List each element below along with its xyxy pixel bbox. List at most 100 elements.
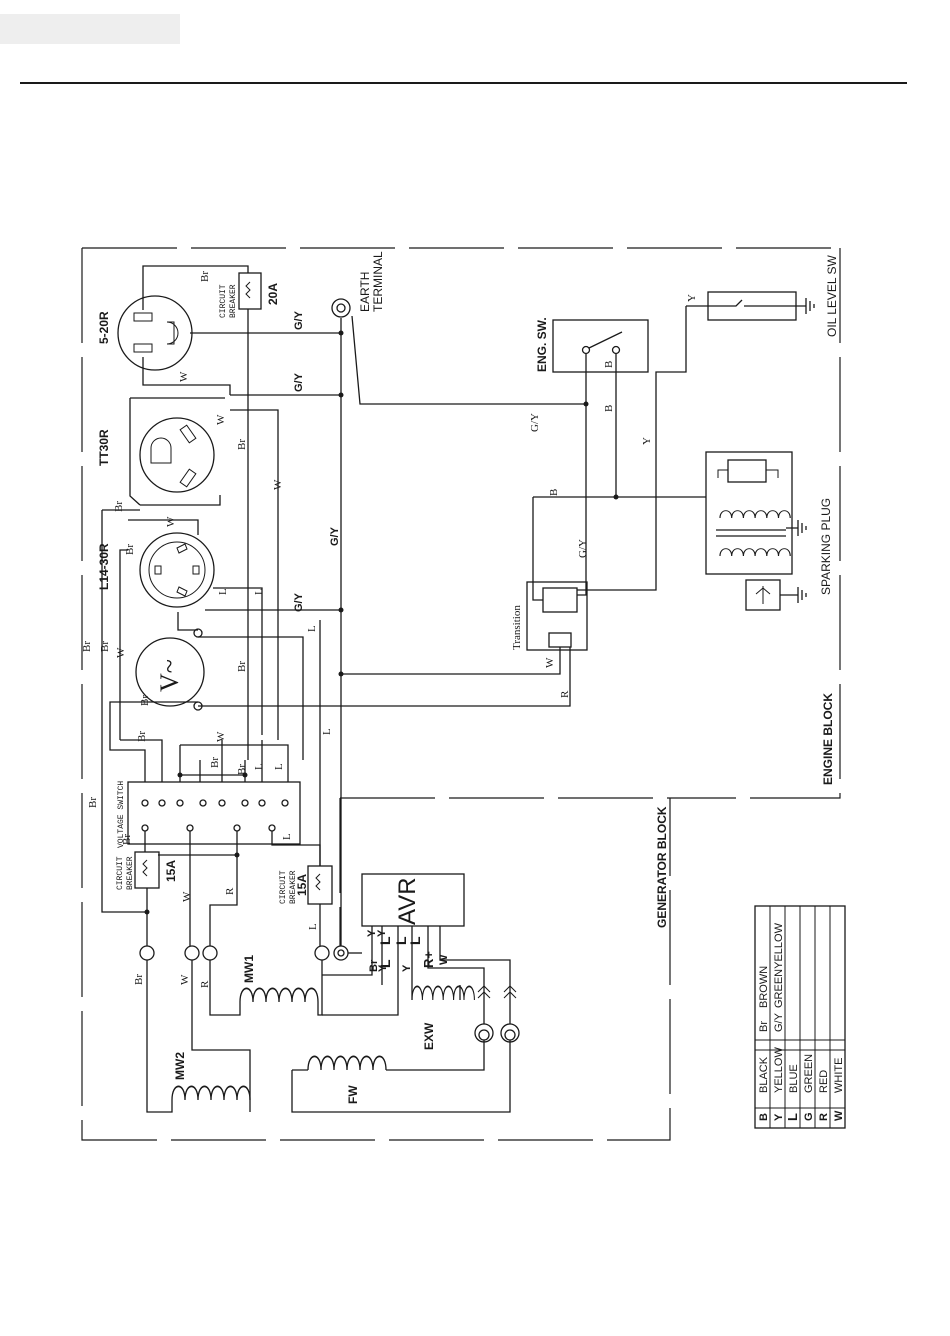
breaker-20a-rating: 20A xyxy=(266,283,280,305)
wire-label-gy-1: G/Y xyxy=(293,310,305,330)
receptacle-5-20r xyxy=(117,295,193,371)
coil-mw1-label: MW1 xyxy=(242,955,256,983)
generator-block-label: GENERATOR BLOCK xyxy=(655,806,669,928)
color-legend xyxy=(754,905,846,1129)
wire-label-gy-6: G/Y xyxy=(577,539,589,558)
legend-row6-color: WHITE xyxy=(833,1058,845,1093)
breaker-15a-mid-text2: BREAKER xyxy=(289,870,298,904)
wire-label-w-7: W xyxy=(181,891,193,902)
header-rule xyxy=(20,82,907,84)
oil-level-switch-label: OIL LEVEL SW xyxy=(825,255,839,337)
wire-label-b-3: B xyxy=(548,489,560,496)
wire-label-w-5: W xyxy=(115,647,127,658)
wire-label-w-2: W xyxy=(215,414,227,425)
breaker-15a-left-text1: CIRCUIT xyxy=(116,856,125,890)
legend-text: B BLACK Br BROWN Y YELLOW G/Y GREENYELLO… xyxy=(758,922,845,1121)
wire-label-br-5: Br xyxy=(81,641,93,652)
wire-label-br-3: Br xyxy=(113,501,125,512)
voltage-switch xyxy=(127,781,301,845)
wire-label-w-1: W xyxy=(178,371,190,382)
wire-label-w-4: W xyxy=(165,516,177,527)
earth-terminal-text1: EARTH xyxy=(358,272,372,312)
wire-label-br-14: Br xyxy=(133,974,145,985)
legend-row2-color: YELLOW xyxy=(773,1047,785,1093)
legend-row3-color: BLUE xyxy=(788,1064,800,1093)
legend-row1-color2: BROWN xyxy=(758,966,770,1008)
wire-label-l-11: L xyxy=(393,936,409,945)
wire-label-r-2: R xyxy=(199,980,211,988)
oil-level-switch xyxy=(686,291,815,321)
wire-label-l-7: L xyxy=(281,833,293,840)
transition-label: Transition xyxy=(511,605,523,650)
circuit-breaker-15a-left xyxy=(134,851,160,889)
wire-label-gy-2: G/Y xyxy=(293,372,305,392)
voltmeter-label: V~ xyxy=(155,659,184,692)
sparking-plug-label: SPARKING PLUG xyxy=(819,498,833,595)
legend-row2-code2: G/Y xyxy=(773,1012,785,1032)
legend-row5-code: R xyxy=(818,1113,830,1121)
wire-label-y-5: Y xyxy=(377,964,389,972)
wire-label-l-4: L xyxy=(321,728,333,735)
legend-row6-code: W xyxy=(833,1110,845,1121)
slip-rings xyxy=(474,985,520,1043)
wire-label-br-11: Br xyxy=(236,764,248,775)
wire-label-b-1: B xyxy=(603,361,615,368)
wire-label-br-8: Br xyxy=(139,695,151,706)
legend-row5-color: RED xyxy=(818,1070,830,1093)
coil-exw xyxy=(411,985,476,1001)
coil-mw2 xyxy=(146,960,251,1113)
wire-label-l-5: L xyxy=(253,763,265,770)
wire-labels: G/Y G/Y G/Y G/Y G/Y G/Y Br Br Br Br Br B… xyxy=(81,271,698,988)
wire-label-gy-3: G/Y xyxy=(329,526,341,546)
wire-label-w-8: W xyxy=(179,974,191,985)
legend-row3-code: L xyxy=(785,1113,800,1121)
wire-label-y-2: Y xyxy=(641,437,653,445)
receptacle-5-20r-label: 5-20R xyxy=(97,311,111,344)
breaker-15a-left-rating: 15A xyxy=(164,860,178,882)
wire-label-r-plus: R+ xyxy=(421,951,436,968)
wire-label-w-10: W xyxy=(438,954,450,965)
receptacle-tt30r xyxy=(139,417,215,493)
legend-row1-color: BLACK xyxy=(758,1056,770,1093)
wire-label-l-12: L xyxy=(407,936,423,945)
engine-switch-label: ENG. SW. xyxy=(535,317,549,372)
wire-label-r-3: R xyxy=(559,690,571,698)
wire-label-w-6: W xyxy=(215,731,227,742)
earth-terminal-text2: TERMINAL xyxy=(371,251,385,312)
wire-label-y-3: Y xyxy=(366,929,378,937)
junction-dots xyxy=(144,330,619,915)
coil-fw xyxy=(291,1040,511,1113)
breaker-15a-mid-text1: CIRCUIT xyxy=(279,870,288,904)
receptacle-tt30r-label: TT30R xyxy=(97,429,111,466)
wire-label-br-9: Br xyxy=(136,731,148,742)
wire-label-br-2: Br xyxy=(236,439,248,450)
wire-label-y-1: Y xyxy=(686,294,698,302)
legend-row2-color2: GREENYELLOW xyxy=(773,922,785,1008)
wire-label-br-12: Br xyxy=(87,797,99,808)
legend-row1-code: B xyxy=(758,1113,770,1121)
breaker-15a-left-text2: BREAKER xyxy=(126,856,135,890)
wire-label-gy-4: G/Y xyxy=(293,592,305,612)
receptacle-l14-30r xyxy=(139,532,215,608)
wire-label-l-3: L xyxy=(306,625,318,632)
circuit-breaker-15a-mid xyxy=(307,865,333,905)
wire-label-y-6: Y xyxy=(401,964,413,972)
wire-label-l-10: L xyxy=(377,959,393,968)
circuit-breaker-20a xyxy=(238,272,262,310)
legend-row4-code: G xyxy=(803,1112,815,1121)
wire-label-y-4: Y xyxy=(376,929,388,937)
legend-row2-code: Y xyxy=(773,1113,785,1121)
wire-label-w-9: W xyxy=(544,657,556,668)
wire-label-l-2: L xyxy=(253,588,265,595)
transition-module xyxy=(526,581,588,651)
avr-module xyxy=(361,873,465,927)
wire-label-br-4: Br xyxy=(124,544,136,555)
breaker-20a-text1: CIRCUIT xyxy=(219,284,228,318)
generator-block-outline xyxy=(81,247,840,1141)
engine-block-outline xyxy=(670,248,841,799)
wire-label-w-3: W xyxy=(272,479,284,490)
wire-label-b-2: B xyxy=(603,405,615,412)
coil-exw-label: EXW xyxy=(422,1022,436,1050)
